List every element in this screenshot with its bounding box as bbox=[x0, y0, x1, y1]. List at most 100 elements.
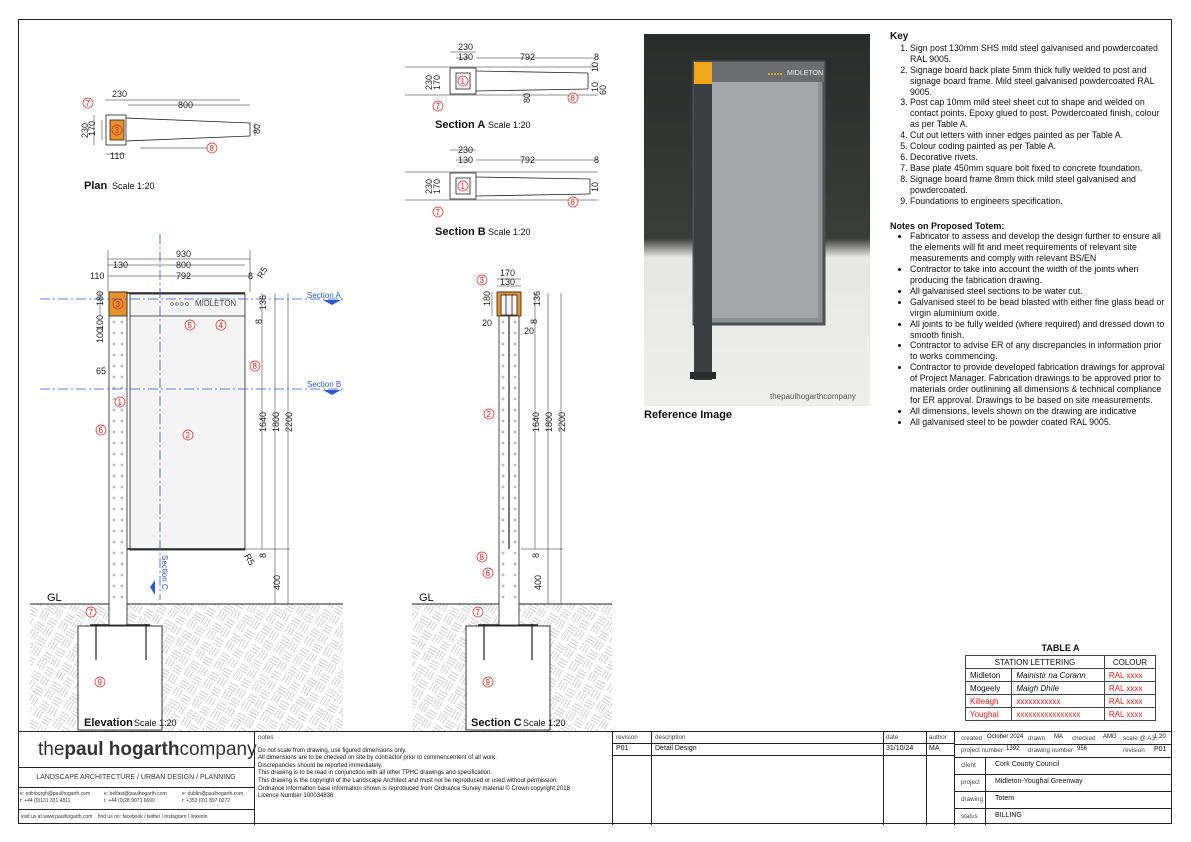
rivet bbox=[112, 595, 116, 599]
table-row: Killeagh xxxxxxxxxxx RAL xxxx bbox=[964, 694, 1157, 708]
reference-watermark: thepaulhogarthcompany bbox=[770, 392, 856, 401]
svg-text:2200: 2200 bbox=[284, 412, 294, 432]
rivet bbox=[112, 485, 116, 489]
rivet bbox=[112, 353, 116, 357]
note-item: Contractor to advise ER of any discrepan… bbox=[910, 340, 1165, 362]
rivet bbox=[112, 364, 116, 368]
elevation-callouts: 3 5 4 8 1 6 2 7 9 bbox=[85, 298, 261, 688]
rivet bbox=[513, 342, 517, 346]
rivet bbox=[112, 584, 116, 588]
rivet bbox=[513, 419, 517, 423]
rivet bbox=[120, 496, 124, 500]
svg-text:800: 800 bbox=[176, 260, 191, 270]
svg-text:180: 180 bbox=[482, 291, 492, 306]
rivet bbox=[513, 320, 517, 324]
rivet bbox=[112, 463, 116, 467]
rivet bbox=[513, 507, 517, 511]
title-notes: notes Do not scale from drawing, use fig… bbox=[255, 732, 613, 825]
plan-dim-110: 110 bbox=[110, 151, 124, 161]
svg-text:8: 8 bbox=[571, 94, 576, 103]
rivet bbox=[112, 430, 116, 434]
plan-dim-800: 800 bbox=[178, 100, 193, 110]
table-a-title: TABLE A bbox=[1041, 643, 1080, 653]
rivet bbox=[513, 397, 517, 401]
section-c-rivets bbox=[501, 320, 517, 599]
secA-dim-230: 230 bbox=[458, 42, 473, 52]
rivet bbox=[501, 496, 505, 500]
rivet bbox=[501, 430, 505, 434]
secB-dim-230b: 230 bbox=[424, 179, 434, 194]
section-a-view bbox=[405, 51, 598, 96]
plan-scale: Scale 1:20 bbox=[112, 181, 155, 191]
section-c-ground bbox=[412, 603, 612, 732]
table-a: TABLE A STATION LETTERING COLOUR Midleto… bbox=[964, 643, 1157, 721]
rivet bbox=[112, 320, 116, 324]
secA-dim-80: 80 bbox=[522, 93, 532, 103]
rivet bbox=[501, 551, 505, 555]
drawing-sheet bbox=[18, 19, 1172, 824]
secA-dim-170: 170 bbox=[432, 75, 442, 90]
rivet bbox=[501, 342, 505, 346]
svg-text:4: 4 bbox=[219, 321, 224, 330]
rivet bbox=[501, 507, 505, 511]
secA-dim-60: 60 bbox=[598, 85, 608, 95]
rivet bbox=[513, 463, 517, 467]
rivet bbox=[513, 452, 517, 456]
rivet bbox=[112, 419, 116, 423]
section-b-label: Section B bbox=[307, 380, 341, 389]
rivet bbox=[112, 474, 116, 478]
reference-image: MIDLETON thepaulhogarthcompany bbox=[644, 34, 870, 406]
plan-title: Plan bbox=[84, 180, 108, 192]
rivet bbox=[513, 430, 517, 434]
rivet bbox=[501, 397, 505, 401]
rivet bbox=[513, 573, 517, 577]
section-b-scale: Scale 1:20 bbox=[488, 227, 531, 237]
svg-text:400: 400 bbox=[272, 575, 282, 590]
section-a-arrow bbox=[323, 300, 341, 305]
svg-text:3: 3 bbox=[480, 276, 485, 285]
svg-text:170: 170 bbox=[500, 268, 515, 278]
plan-dim-230: 230 bbox=[112, 89, 127, 99]
svg-text:130: 130 bbox=[500, 277, 515, 287]
elevation-ground bbox=[30, 603, 343, 732]
rivet bbox=[112, 507, 116, 511]
rivet bbox=[501, 540, 505, 544]
svg-text:5: 5 bbox=[188, 321, 193, 330]
rivet bbox=[120, 529, 124, 533]
rivet bbox=[120, 430, 124, 434]
status-value: BILLING bbox=[995, 812, 1022, 819]
rivet bbox=[501, 320, 505, 324]
rivet bbox=[120, 342, 124, 346]
plan-dim-80: 80 bbox=[252, 124, 262, 134]
title-block: thepaul hogarthcompany LANDSCAPE ARCHITE… bbox=[18, 731, 1172, 825]
rivet bbox=[120, 584, 124, 588]
rivet bbox=[501, 584, 505, 588]
elevation-totem bbox=[99, 250, 290, 626]
elevation-title: Elevation bbox=[84, 717, 133, 729]
client-name: Cork County Council bbox=[995, 761, 1060, 768]
rivet bbox=[112, 573, 116, 577]
rivet bbox=[513, 375, 517, 379]
rivet bbox=[501, 419, 505, 423]
rivet bbox=[120, 595, 124, 599]
section-c-title: Section C bbox=[471, 717, 522, 729]
rivet bbox=[513, 331, 517, 335]
rivet bbox=[513, 386, 517, 390]
rivet bbox=[501, 452, 505, 456]
key-list: Sign post 130mm SHS mild steel galvanise… bbox=[890, 43, 1165, 207]
rivet bbox=[120, 353, 124, 357]
note-item: Fabricator to assess and develop the des… bbox=[910, 231, 1165, 264]
website-link[interactable]: visit us at www.paulhogarth.com bbox=[21, 814, 93, 820]
key-heading: Key bbox=[890, 31, 909, 42]
key-item: Decorative rivets. bbox=[910, 152, 1165, 163]
table-row: Mogeely Maigh Dhíle RAL xxxx bbox=[964, 681, 1157, 695]
svg-text:9: 9 bbox=[98, 678, 103, 687]
company-links: visit us at www.paulhogarth.com find us … bbox=[18, 810, 255, 825]
svg-text:180: 180 bbox=[95, 291, 105, 306]
social-links[interactable]: find us on: facebook / twitter / instagr… bbox=[97, 814, 208, 820]
secA-dim-10b: 10 bbox=[590, 82, 600, 92]
rivet bbox=[120, 562, 124, 566]
secB-callouts: 1 7 8 bbox=[432, 180, 579, 218]
rivet bbox=[513, 551, 517, 555]
